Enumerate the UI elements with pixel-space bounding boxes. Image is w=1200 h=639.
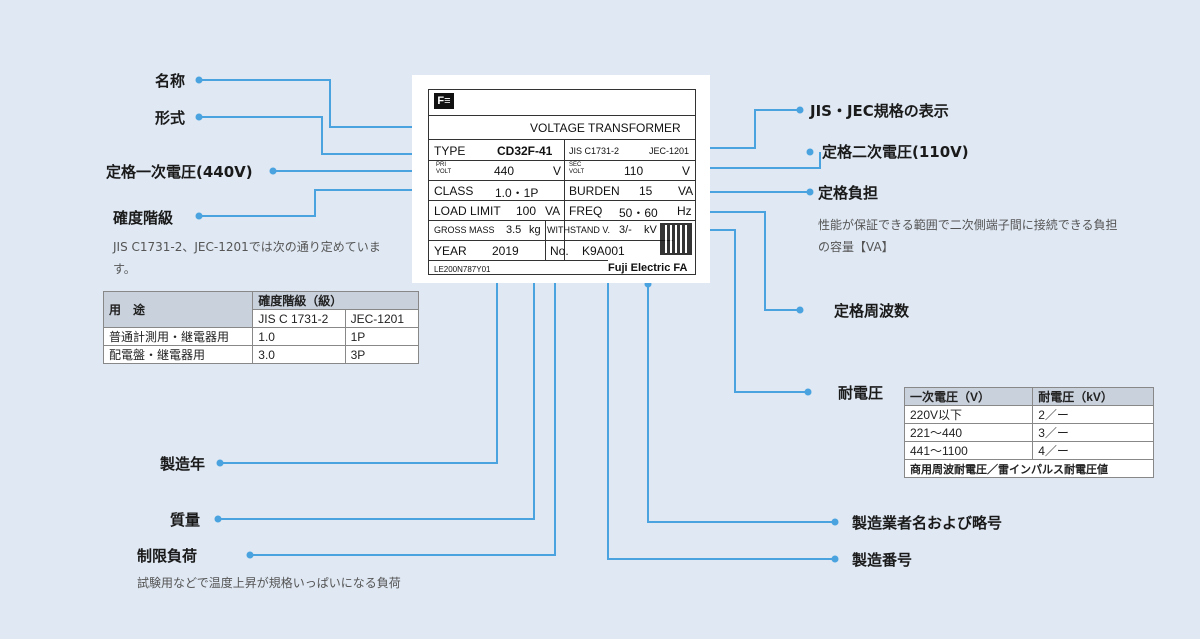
mass-key: GROSS MASS: [434, 225, 495, 235]
header-use: 用 途: [102, 291, 254, 328]
mass-unit: kg: [529, 224, 541, 236]
row-pri: 441〜1100: [903, 441, 1034, 460]
std-jec: JEC-1201: [649, 146, 690, 156]
label-pri-volt: 定格一次電圧(440V): [106, 163, 253, 181]
label-mass: 質量: [170, 511, 201, 529]
table-row: 221〜440 3／ー: [903, 423, 1154, 442]
burden-unit: VA: [678, 184, 694, 198]
row-jis: 3.0: [252, 345, 346, 364]
burden-value: 15: [639, 184, 653, 198]
subheader-jis: JIS C 1731-2: [252, 309, 346, 328]
line-jis: [706, 109, 800, 149]
freq-key: FREQ: [569, 204, 603, 218]
load-unit: VA: [545, 204, 561, 218]
table-row: 配電盤・継電器用 3.0 3P: [102, 345, 420, 364]
line-sec: [706, 152, 821, 169]
nameplate: F≡ VOLTAGE TRANSFORMER TYPE CD32F-41 JIS…: [412, 75, 710, 283]
nameplate-border: [428, 89, 696, 275]
pri-key-2: VOLT: [436, 169, 452, 175]
pri-key-1: PRI: [436, 162, 447, 168]
label-burden: 定格負担: [818, 184, 879, 202]
label-maker: 製造業者名および略号: [852, 514, 1003, 532]
no-value: K9A001: [582, 244, 625, 258]
plate-title: VOLTAGE TRANSFORMER: [530, 121, 681, 135]
table-row: 普通計測用・継電器用 1.0 1P: [102, 327, 420, 346]
header-wv: 耐電圧（kV）: [1032, 387, 1154, 406]
label-name: 名称: [155, 72, 186, 90]
accuracy-note: JIS C1731-2、JEC-1201では次の通り定めています。: [113, 240, 381, 276]
label-frequency: 定格周波数: [834, 302, 910, 320]
label-sec-volt: 定格二次電圧(110V): [822, 143, 969, 161]
line-type: [199, 116, 433, 155]
line-mass: [218, 232, 535, 520]
year-value: 2019: [492, 244, 519, 258]
label-year: 製造年: [160, 455, 206, 473]
row-wv: 3／ー: [1032, 423, 1154, 442]
type-key: TYPE: [434, 144, 466, 158]
label-load-limit: 制限負荷: [137, 547, 198, 565]
burden-note: 性能が保証できる範囲で二次側端子間に接続できる負担の容量【VA】: [818, 218, 1118, 254]
label-accuracy: 確度階級: [113, 209, 174, 227]
sec-key-2: VOLT: [569, 169, 585, 175]
mass-value: 3.5: [506, 224, 522, 236]
class-value: 1.0・1P: [495, 186, 539, 200]
pri-value: 440: [494, 164, 515, 178]
header-pri: 一次電圧（V）: [903, 387, 1034, 406]
sec-key-1: SEC: [569, 162, 582, 168]
qr-code-icon: [660, 223, 692, 255]
sec-value: 110: [624, 164, 644, 178]
row-use: 普通計測用・継電器用: [102, 327, 254, 346]
table-row: 220V以下 2／ー: [903, 405, 1154, 424]
row-wv: 2／ー: [1032, 405, 1154, 424]
row-use: 配電盤・継電器用: [102, 345, 254, 364]
no-key: No.: [550, 244, 569, 258]
row-wv: 4／ー: [1032, 441, 1154, 460]
line-serial: [607, 268, 835, 560]
pri-unit: V: [553, 164, 562, 178]
year-key: YEAR: [434, 244, 467, 258]
line-accuracy: [199, 189, 432, 217]
label-withstand: 耐電圧: [838, 384, 884, 402]
row-jec: 3P: [344, 345, 420, 364]
label-type: 形式: [155, 109, 186, 127]
freq-unit: Hz: [677, 204, 692, 218]
label-serial: 製造番号: [852, 551, 913, 569]
load-limit-note: 試験用などで温度上昇が規格いっぱいになる負荷: [137, 576, 401, 590]
burden-key: BURDEN: [569, 184, 620, 198]
maker-name: Fuji Electric FA: [608, 262, 688, 274]
class-key: CLASS: [434, 184, 474, 198]
withstand-caption: 商用周波耐電圧／雷インパルス耐電圧値: [904, 459, 1154, 478]
subheader-jec: JEC-1201: [344, 309, 420, 328]
withstand-unit: kV: [644, 224, 657, 236]
std-jis: JIS C1731-2: [569, 146, 620, 156]
fuji-logo: F≡: [434, 93, 454, 109]
type-value: CD32F-41: [497, 144, 553, 158]
label-jis-jec: JIS・JEC規格の表示: [810, 102, 949, 120]
line-year: [220, 270, 498, 464]
line-name: [199, 79, 463, 128]
withstand-value: 3/-: [619, 224, 632, 236]
row-jis: 1.0: [252, 327, 346, 346]
sec-unit: V: [682, 164, 691, 178]
line-maker: [647, 284, 835, 523]
load-key: LOAD LIMIT: [434, 204, 501, 218]
plate-code: LE200N787Y01: [434, 265, 491, 274]
row-pri: 220V以下: [903, 405, 1034, 424]
row-jec: 1P: [344, 327, 420, 346]
load-value: 100: [516, 204, 537, 218]
accuracy-table: 用 途 確度階級（級） JIS C 1731-2 JEC-1201 普通計測用・…: [102, 291, 420, 364]
row-pri: 221〜440: [903, 423, 1034, 442]
line-freq: [706, 211, 800, 311]
withstand-key: WITHSTAND V.: [547, 225, 611, 235]
withstand-table: 一次電圧（V） 耐電圧（kV） 220V以下 2／ー 221〜440 3／ー 4…: [903, 387, 1154, 478]
header-class: 確度階級（級）: [252, 291, 419, 310]
freq-value: 50・60: [619, 206, 658, 220]
table-row: 441〜1100 4／ー: [903, 441, 1154, 460]
